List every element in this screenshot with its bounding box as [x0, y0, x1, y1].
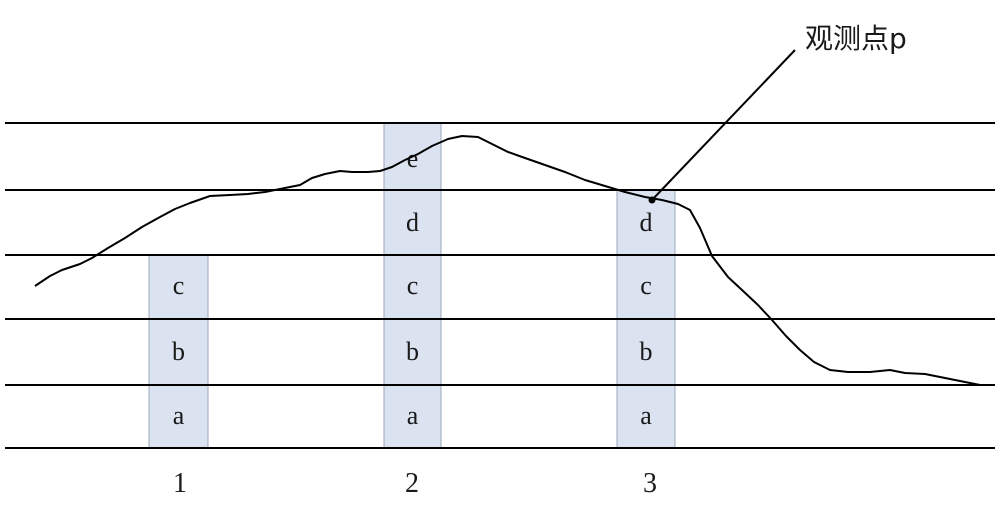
- column-1-cell-c: c: [173, 271, 185, 300]
- layer-boundaries: [5, 122, 995, 449]
- column-3-cell-a: a: [640, 401, 652, 430]
- column-3-cell-b: b: [640, 337, 653, 366]
- callout-observation-point: 观测点p: [648, 22, 907, 204]
- column-2-number: 2: [405, 468, 419, 499]
- column-2-box: [383, 122, 442, 449]
- callout-leader-line: [651, 49, 796, 201]
- column-2-cell-b: b: [406, 337, 419, 366]
- column-3-cell-c: c: [640, 271, 652, 300]
- column-1-box: [148, 254, 209, 449]
- column-2-cell-d: d: [406, 208, 419, 237]
- column-2: a b c d e 2: [383, 122, 442, 499]
- column-3-number: 3: [643, 468, 657, 499]
- column-1-cell-b: b: [172, 337, 185, 366]
- column-1-number: 1: [173, 468, 187, 499]
- column-2-cell-a: a: [407, 401, 419, 430]
- column-3: a b c d 3: [616, 189, 676, 499]
- column-2-cell-c: c: [407, 271, 419, 300]
- column-1: a b c 1: [148, 254, 209, 499]
- surface-profile-curve: [34, 135, 981, 386]
- observation-point-marker: [648, 196, 656, 204]
- callout-label: 观测点p: [805, 22, 907, 55]
- column-1-cell-a: a: [173, 401, 185, 430]
- column-2-cell-e: e: [407, 144, 419, 173]
- column-3-cell-d: d: [640, 208, 653, 237]
